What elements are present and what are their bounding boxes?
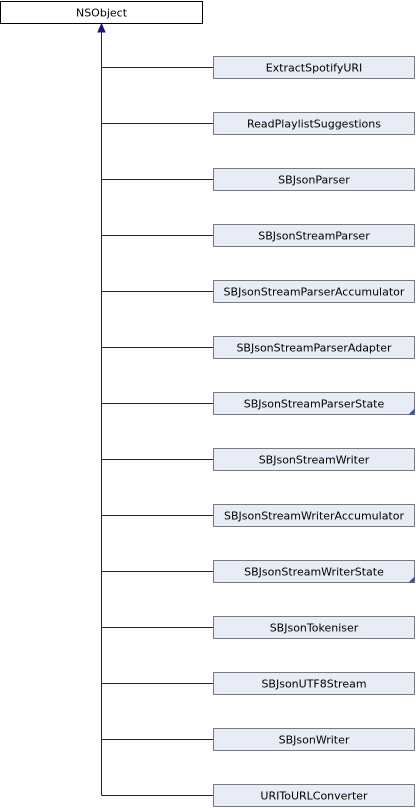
class-node-box[interactable] bbox=[213, 224, 415, 247]
class-node-label: ExtractSpotifyURI bbox=[266, 62, 363, 75]
root-node-box[interactable] bbox=[0, 1, 203, 24]
class-node[interactable]: URIToURLConverter bbox=[213, 784, 415, 807]
class-node-box[interactable] bbox=[213, 168, 415, 191]
class-node-label: SBJsonStreamParserAdapter bbox=[236, 342, 392, 355]
class-node-box[interactable] bbox=[213, 112, 415, 135]
class-node-label: SBJsonStreamWriterAccumulator bbox=[224, 510, 404, 523]
class-node[interactable]: SBJsonWriter bbox=[213, 728, 415, 751]
class-node-box[interactable] bbox=[213, 56, 415, 79]
class-node-label: URIToURLConverter bbox=[260, 790, 368, 803]
more-subclasses-indicator-icon bbox=[408, 408, 415, 415]
class-node-label: SBJsonStreamParser bbox=[258, 230, 370, 243]
class-node-box[interactable] bbox=[213, 392, 415, 415]
class-node[interactable]: SBJsonParser bbox=[213, 168, 415, 191]
more-subclasses-indicator-icon bbox=[408, 576, 415, 583]
class-nodes: ExtractSpotifyURI ReadPlaylistSuggestions… bbox=[213, 56, 415, 807]
class-node[interactable]: SBJsonStreamParserState bbox=[213, 392, 415, 415]
class-node-label: ReadPlaylistSuggestions bbox=[247, 118, 381, 131]
inheritance-arrowhead bbox=[97, 22, 106, 33]
class-node[interactable]: ExtractSpotifyURI bbox=[213, 56, 415, 79]
class-node-label: SBJsonStreamParserState bbox=[244, 398, 385, 411]
class-node[interactable]: ReadPlaylistSuggestions bbox=[213, 112, 415, 135]
inheritance-edges bbox=[97, 22, 214, 796]
class-node-box[interactable] bbox=[213, 784, 415, 807]
class-node-box[interactable] bbox=[213, 336, 415, 359]
class-node[interactable]: SBJsonStreamWriterState bbox=[213, 560, 415, 583]
root-node-label: NSObject bbox=[76, 7, 128, 20]
class-node-box[interactable] bbox=[213, 728, 415, 751]
class-node-label: SBJsonUTF8Stream bbox=[261, 678, 366, 691]
class-node-label: SBJsonStreamParserAccumulator bbox=[224, 286, 405, 299]
class-node[interactable]: SBJsonTokeniser bbox=[213, 616, 415, 639]
class-node[interactable]: SBJsonUTF8Stream bbox=[213, 672, 415, 695]
class-node[interactable]: SBJsonStreamWriter bbox=[213, 448, 415, 471]
class-node-box[interactable] bbox=[213, 616, 415, 639]
class-node-label: SBJsonParser bbox=[278, 174, 350, 187]
class-node-box[interactable] bbox=[213, 448, 415, 471]
root-node[interactable]: NSObject bbox=[0, 1, 203, 24]
class-node-label: SBJsonWriter bbox=[279, 734, 350, 747]
class-node-box[interactable] bbox=[213, 560, 415, 583]
class-node-label: SBJsonStreamWriter bbox=[259, 454, 370, 467]
class-node[interactable]: SBJsonStreamParserAdapter bbox=[213, 336, 415, 359]
class-node[interactable]: SBJsonStreamParserAccumulator bbox=[213, 280, 415, 303]
class-node-box[interactable] bbox=[213, 280, 415, 303]
class-node[interactable]: SBJsonStreamWriterAccumulator bbox=[213, 504, 415, 527]
class-node-box[interactable] bbox=[213, 504, 415, 527]
class-node-box[interactable] bbox=[213, 672, 415, 695]
class-node-label: SBJsonStreamWriterState bbox=[244, 566, 384, 579]
class-node[interactable]: SBJsonStreamParser bbox=[213, 224, 415, 247]
class-node-label: SBJsonTokeniser bbox=[270, 622, 359, 635]
